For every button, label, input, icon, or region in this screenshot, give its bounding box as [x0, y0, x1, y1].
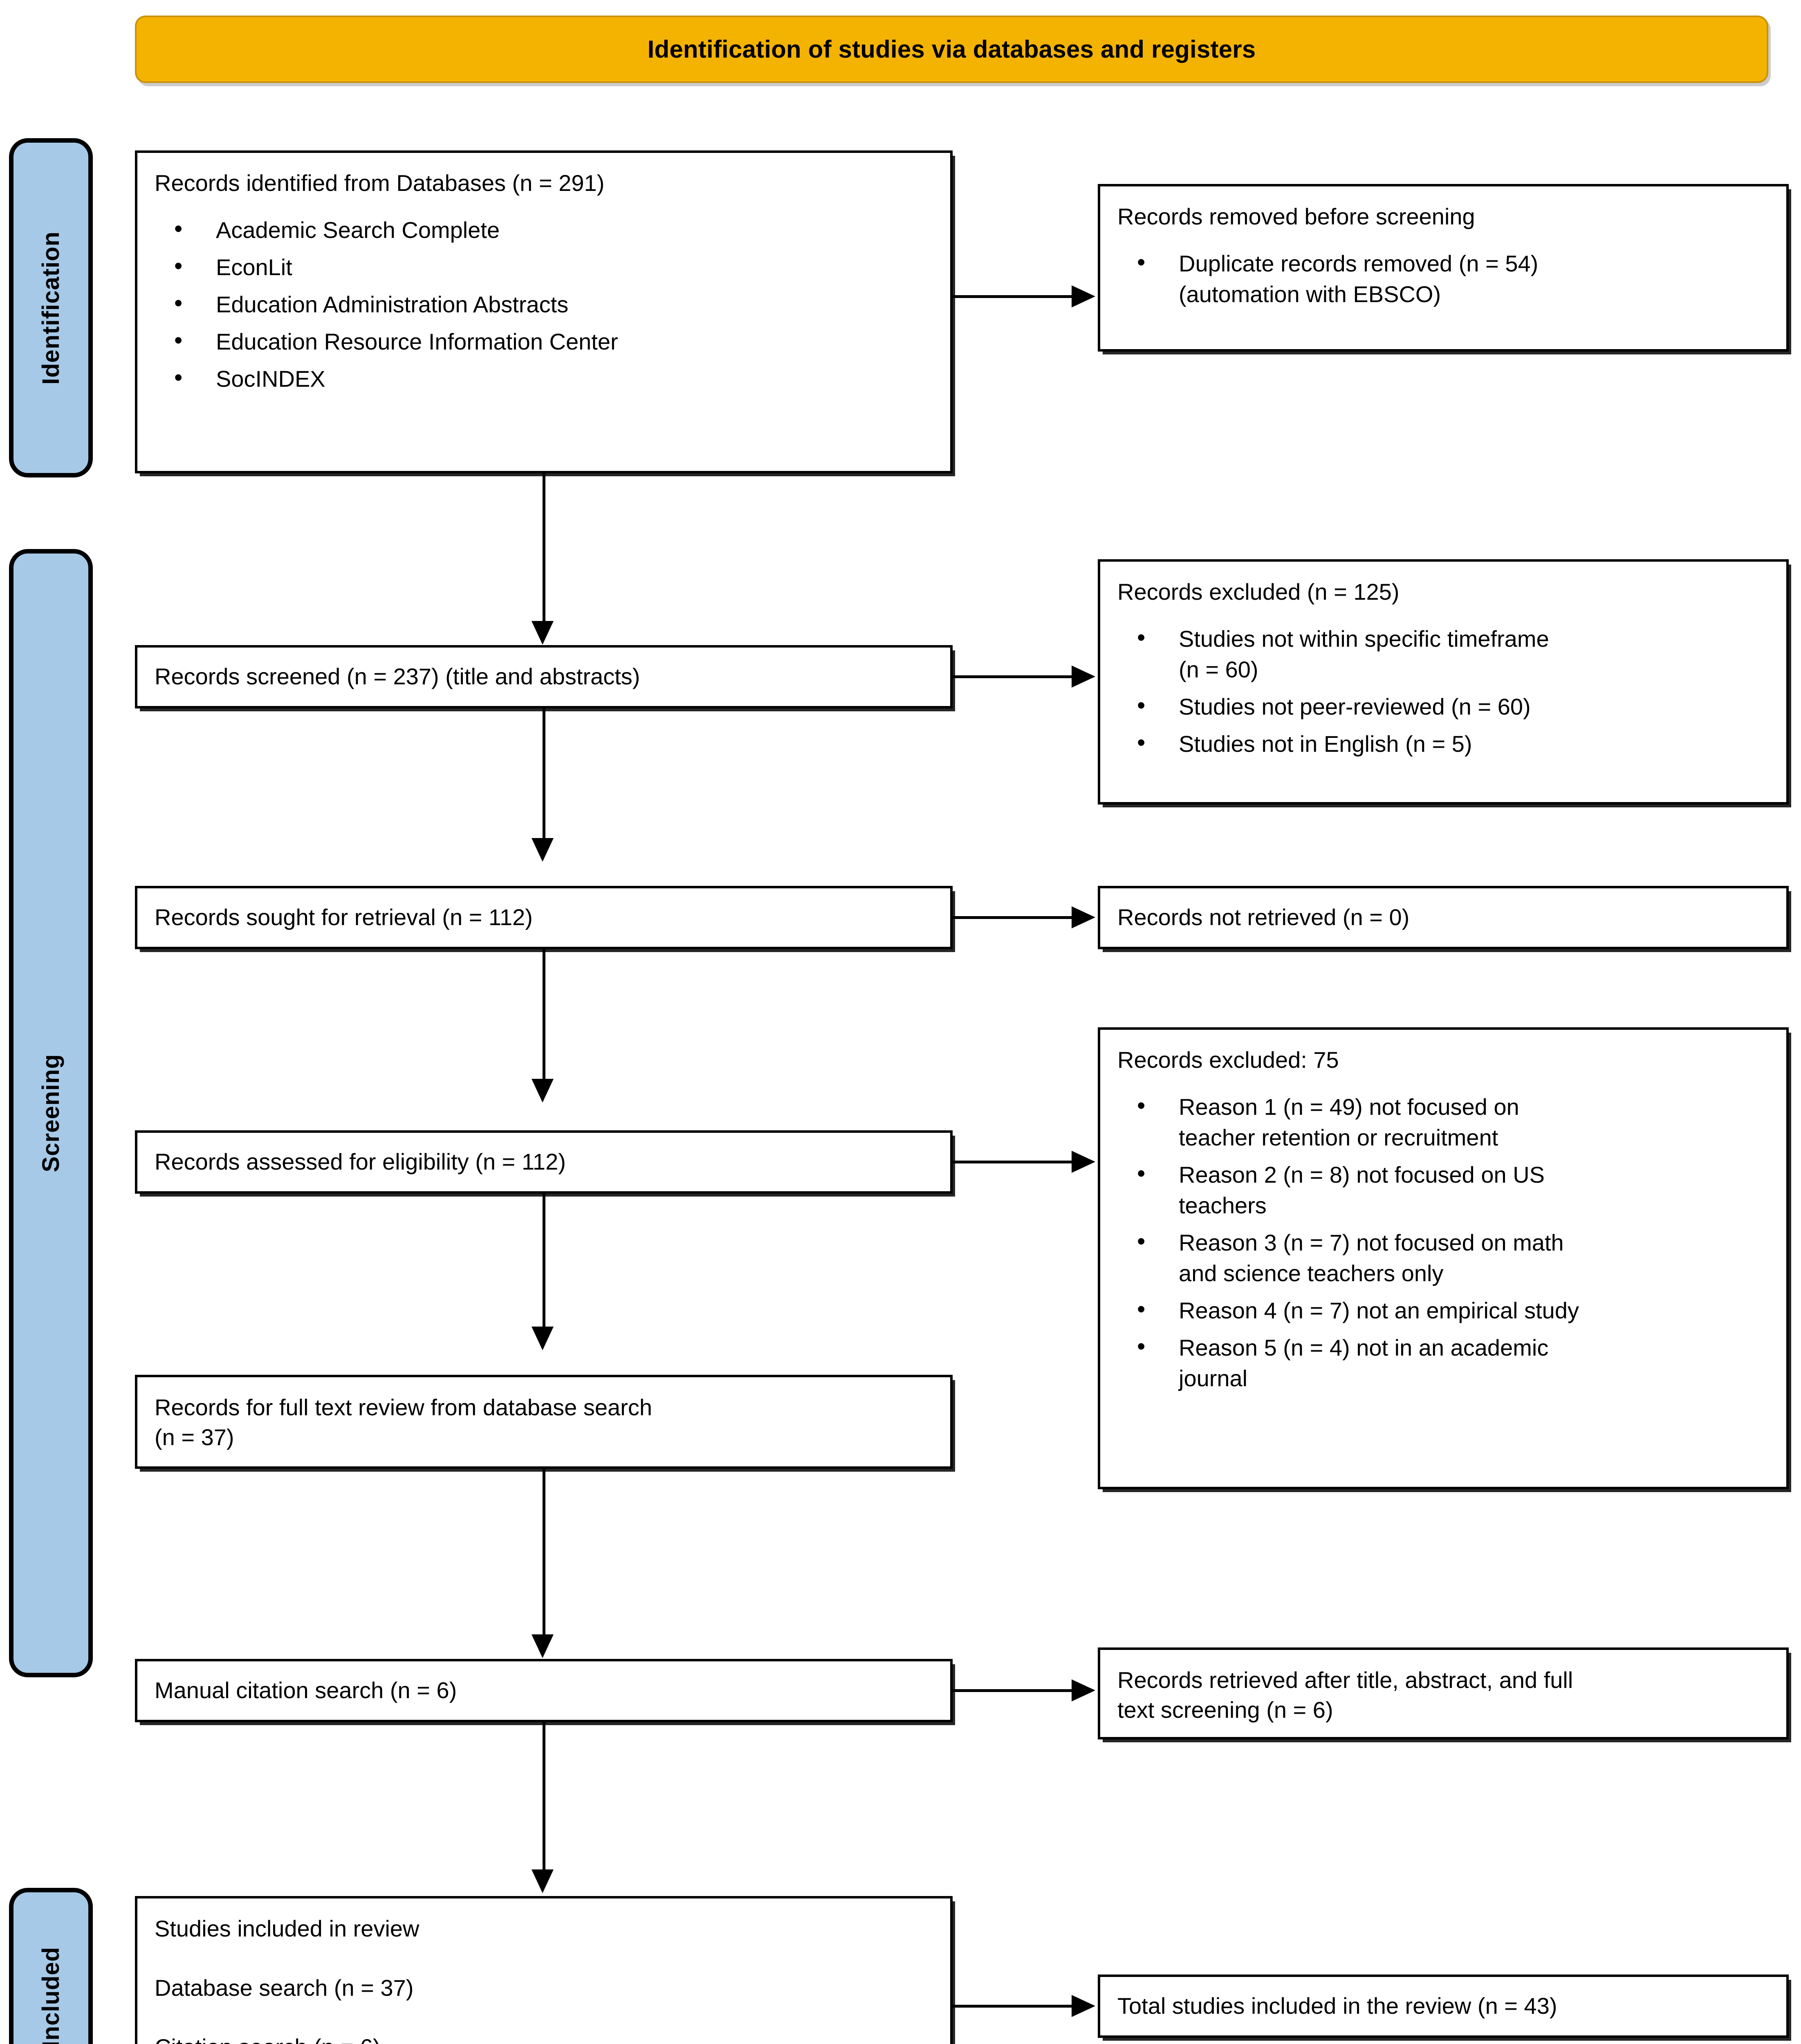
list-item: SocINDEX	[155, 362, 933, 394]
box-records-identified: Records identified from Databases (n = 2…	[135, 150, 953, 473]
stage-tab-screening: Screening	[9, 549, 93, 1677]
arrowhead-down-to-full-text	[532, 1327, 554, 1350]
stage-tab-label-screening: Screening	[38, 1054, 64, 1172]
box-records-removed-before-screening: Records removed before screening Duplica…	[1098, 184, 1789, 352]
phase-banner-label: Identification of studies via databases …	[647, 36, 1256, 63]
box-studies-included-in-review: Studies included in review Database sear…	[135, 1896, 953, 2044]
arrowhead-right-to-total	[1072, 1995, 1095, 2017]
box-records-removed-list: Duplicate records removed (n = 54) (auto…	[1117, 247, 1769, 309]
connector-full-text-to-manual-citation	[543, 1469, 545, 1641]
connector-screened-to-sought	[543, 708, 545, 839]
connector-sought-to-not-retrieved	[953, 916, 1073, 919]
stage-tab-identification: Identification	[9, 138, 93, 477]
box-records-excluded-125-title: Records excluded (n = 125)	[1117, 579, 1400, 605]
list-item: Studies not in English (n = 5)	[1117, 727, 1769, 759]
arrowhead-right-to-retrieved	[1072, 1679, 1095, 1701]
connector-studies-included-to-total	[953, 2005, 1073, 2008]
list-item: Education Resource Information Center	[155, 325, 933, 357]
box-records-not-retrieved: Records not retrieved (n = 0)	[1098, 886, 1789, 949]
box-records-screened: Records screened (n = 237) (title and ab…	[135, 645, 953, 708]
arrowhead-down-to-studies-included	[532, 1869, 554, 1893]
box-records-excluded-125: Records excluded (n = 125) Studies not w…	[1098, 559, 1789, 805]
box-records-removed-title: Records removed before screening	[1117, 204, 1475, 229]
box-records-excluded-125-list: Studies not within specific timeframe (n…	[1117, 622, 1769, 759]
arrowhead-down-to-sought	[532, 838, 554, 862]
list-item: Studies not within specific timeframe (n…	[1117, 622, 1769, 685]
box-records-screened-title: Records screened (n = 237) (title and ab…	[155, 663, 640, 690]
stage-tab-label-identification: Identification	[38, 231, 64, 385]
list-item: EconLit	[155, 250, 933, 282]
box-total-studies-included: Total studies included in the review (n …	[1098, 1975, 1789, 2038]
box-records-assessed-title: Records assessed for eligibility (n = 11…	[155, 1149, 566, 1175]
list-item: Reason 2 (n = 8) not focused on US teach…	[1117, 1158, 1769, 1221]
list-item: Reason 5 (n = 4) not in an academic jour…	[1117, 1331, 1769, 1394]
arrowhead-right-to-not-retrieved	[1072, 906, 1095, 928]
list-item: Education Administration Abstracts	[155, 287, 933, 320]
list-item: Academic Search Complete	[155, 213, 933, 245]
list-item: Studies not peer-reviewed (n = 60)	[1117, 690, 1769, 722]
connector-sought-to-assessed	[543, 949, 545, 1080]
stage-tab-label-included: Included	[38, 1947, 64, 2044]
box-studies-included-database-search: Database search (n = 37)	[155, 1975, 414, 2001]
connector-screened-to-excluded-125	[953, 675, 1073, 678]
arrowhead-down-to-manual-citation	[532, 1634, 554, 1658]
arrowhead-right-to-removed	[1072, 285, 1095, 307]
box-records-excluded-75-list: Reason 1 (n = 49) not focused on teacher…	[1117, 1090, 1769, 1394]
box-records-assessed-for-eligibility: Records assessed for eligibility (n = 11…	[135, 1130, 953, 1194]
box-manual-citation-search: Manual citation search (n = 6)	[135, 1659, 953, 1722]
box-studies-included-citation-search: Citation search (n = 6)	[155, 2033, 933, 2044]
box-records-excluded-75: Records excluded: 75 Reason 1 (n = 49) n…	[1098, 1027, 1789, 1489]
connector-identified-to-removed	[953, 295, 1073, 298]
box-studies-included-title: Studies included in review	[155, 1916, 419, 1941]
list-item: Duplicate records removed (n = 54) (auto…	[1117, 247, 1769, 309]
box-records-sought-title: Records sought for retrieval (n = 112)	[155, 904, 533, 930]
connector-identified-to-screened	[543, 473, 545, 623]
list-item: Reason 1 (n = 49) not focused on teacher…	[1117, 1090, 1769, 1153]
arrowhead-right-to-excluded-125	[1072, 666, 1095, 688]
box-manual-citation-title: Manual citation search (n = 6)	[155, 1677, 457, 1703]
box-records-sought-for-retrieval: Records sought for retrieval (n = 112)	[135, 886, 953, 949]
arrowhead-down-to-assessed	[532, 1079, 554, 1103]
box-records-identified-list: Academic Search Complete EconLit Educati…	[155, 213, 933, 394]
box-records-not-retrieved-title: Records not retrieved (n = 0)	[1117, 904, 1410, 930]
box-full-text-review-title: Records for full text review from databa…	[155, 1394, 652, 1450]
box-records-excluded-75-title: Records excluded: 75	[1117, 1047, 1339, 1073]
box-full-text-review: Records for full text review from databa…	[135, 1375, 953, 1469]
box-records-retrieved-after-screening: Records retrieved after title, abstract,…	[1098, 1647, 1789, 1739]
connector-manual-citation-to-retrieved	[953, 1689, 1073, 1692]
arrowhead-down-to-screened	[532, 621, 554, 645]
list-item: Reason 3 (n = 7) not focused on math and…	[1117, 1226, 1769, 1289]
connector-assessed-to-excluded-75	[953, 1161, 1073, 1163]
list-item: Reason 4 (n = 7) not an empirical study	[1117, 1293, 1769, 1326]
box-records-identified-title: Records identified from Databases (n = 2…	[155, 170, 605, 196]
connector-assessed-to-full-text	[543, 1194, 545, 1328]
connector-manual-citation-to-studies-included	[543, 1722, 545, 1869]
stage-tab-included: Included	[9, 1888, 93, 2044]
phase-banner: Identification of studies via databases …	[135, 16, 1768, 83]
box-records-retrieved-title: Records retrieved after title, abstract,…	[1117, 1667, 1573, 1723]
box-total-included-title: Total studies included in the review (n …	[1117, 1993, 1557, 2019]
arrowhead-right-to-excluded-75	[1072, 1151, 1095, 1173]
